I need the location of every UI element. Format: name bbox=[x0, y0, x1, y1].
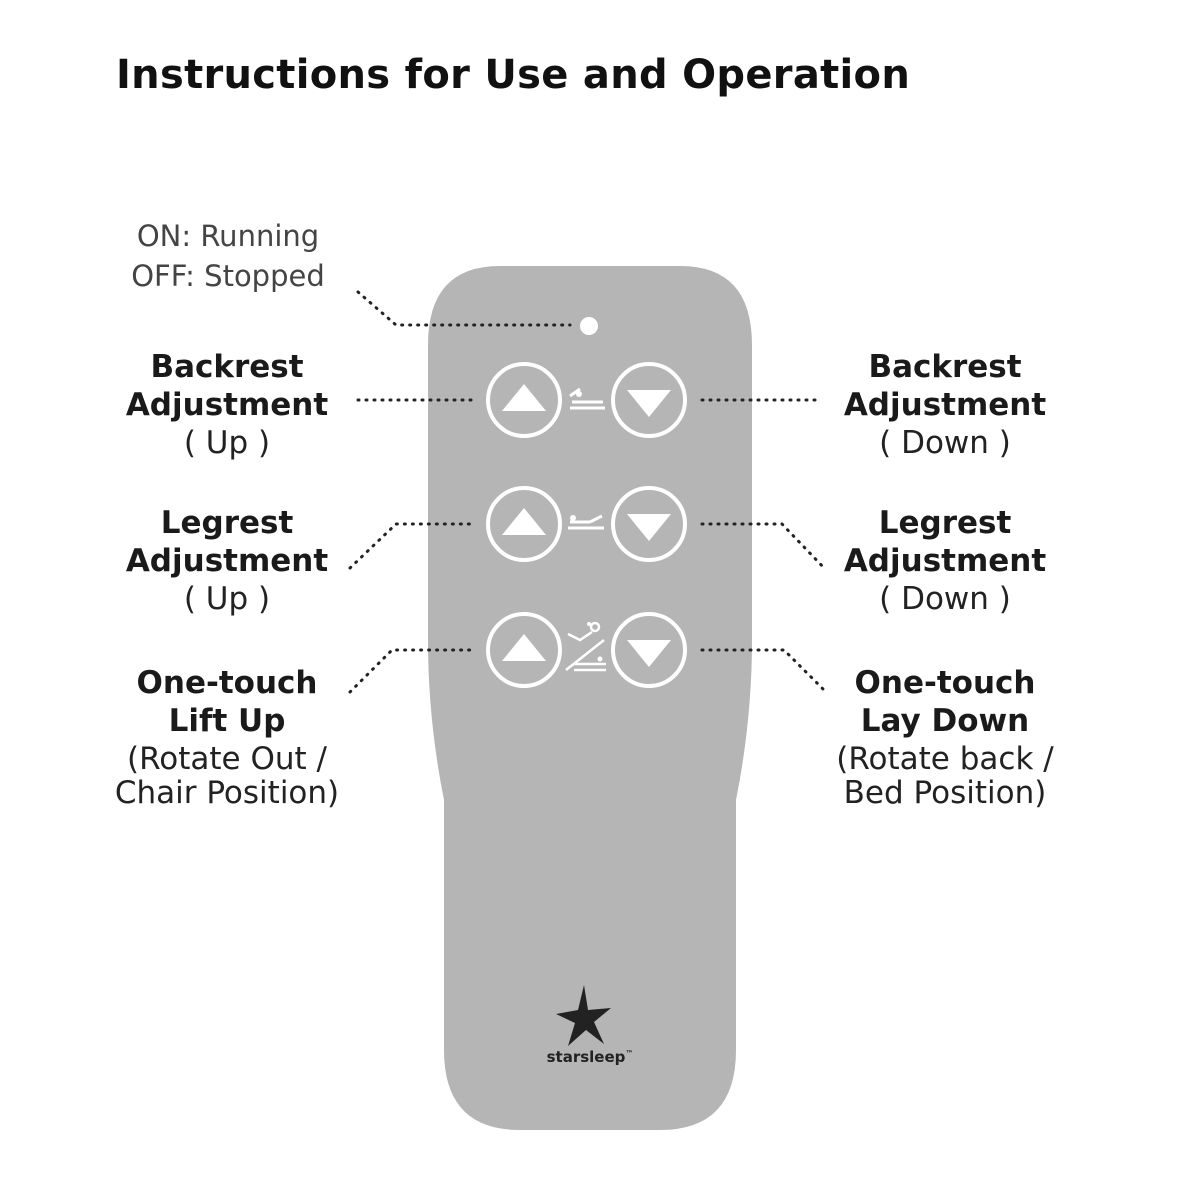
legrest-down-button[interactable] bbox=[611, 486, 687, 562]
legrest-up-button[interactable] bbox=[486, 486, 562, 562]
triangle-up-icon bbox=[502, 508, 546, 535]
backrest-up-button[interactable] bbox=[486, 362, 562, 438]
star-logo-icon bbox=[556, 985, 611, 1046]
label-title-line2: Adjustment bbox=[125, 387, 329, 423]
label-sub: ( Up ) bbox=[183, 425, 271, 461]
label-lay-down: One-touch Lay Down (Rotate back / Bed Po… bbox=[810, 664, 1080, 812]
leader-legrest-down bbox=[700, 522, 828, 572]
lay-down-button[interactable] bbox=[611, 612, 687, 688]
label-title-line1: Backrest bbox=[150, 349, 304, 385]
label-sub-line2: Chair Position) bbox=[114, 775, 340, 811]
leader-led bbox=[356, 290, 572, 327]
label-title-line1: Backrest bbox=[868, 349, 1022, 385]
label-backrest-down: Backrest Adjustment ( Down ) bbox=[810, 348, 1080, 462]
indicator-on-text: ON: Running bbox=[136, 219, 320, 253]
led-indicator bbox=[580, 317, 598, 335]
leader-lines bbox=[348, 290, 828, 694]
brand-tm: ™ bbox=[625, 1049, 634, 1058]
label-title-line1: Legrest bbox=[878, 505, 1012, 541]
page-title: Instructions for Use and Operation bbox=[116, 52, 911, 98]
label-legrest-down: Legrest Adjustment ( Down ) bbox=[810, 504, 1080, 618]
triangle-down-icon bbox=[627, 640, 671, 667]
label-sub-line1: (Rotate Out / bbox=[127, 741, 327, 777]
label-title-line2: Lay Down bbox=[860, 703, 1030, 739]
lift-chair-bed-icon bbox=[565, 621, 606, 672]
label-sub: ( Down ) bbox=[879, 425, 1011, 461]
label-title-line2: Lift Up bbox=[168, 703, 286, 739]
triangle-down-icon bbox=[627, 514, 671, 541]
label-title-line2: Adjustment bbox=[843, 543, 1047, 579]
indicator-off-text: OFF: Stopped bbox=[131, 259, 325, 293]
label-title-line2: Adjustment bbox=[843, 387, 1047, 423]
label-title-line1: One-touch bbox=[136, 665, 318, 701]
label-title-line2: Adjustment bbox=[125, 543, 329, 579]
triangle-up-icon bbox=[502, 634, 546, 661]
remote-body bbox=[428, 266, 752, 1130]
leader-legrest-up bbox=[348, 522, 478, 570]
triangle-down-icon bbox=[627, 390, 671, 417]
lift-up-button[interactable] bbox=[486, 612, 562, 688]
brand-name: starsleep bbox=[546, 1048, 626, 1066]
backrest-bed-icon bbox=[569, 387, 605, 410]
label-backrest-up: Backrest Adjustment ( Up ) bbox=[92, 348, 362, 462]
label-sub-line2: Bed Position) bbox=[843, 775, 1047, 811]
label-sub-line1: (Rotate back / bbox=[836, 741, 1054, 777]
indicator-status-text: ON: Running OFF: Stopped bbox=[100, 216, 356, 296]
label-title-line1: Legrest bbox=[160, 505, 294, 541]
leader-lay-down bbox=[700, 648, 828, 694]
triangle-up-icon bbox=[502, 384, 546, 411]
label-title-line1: One-touch bbox=[854, 665, 1036, 701]
brand-logo-text: starsleep™ bbox=[530, 1048, 650, 1066]
label-sub: ( Down ) bbox=[879, 581, 1011, 617]
backrest-down-button[interactable] bbox=[611, 362, 687, 438]
label-legrest-up: Legrest Adjustment ( Up ) bbox=[92, 504, 362, 618]
label-sub: ( Up ) bbox=[183, 581, 271, 617]
label-lift-up: One-touch Lift Up (Rotate Out / Chair Po… bbox=[92, 664, 362, 812]
legrest-bed-icon bbox=[568, 514, 604, 530]
